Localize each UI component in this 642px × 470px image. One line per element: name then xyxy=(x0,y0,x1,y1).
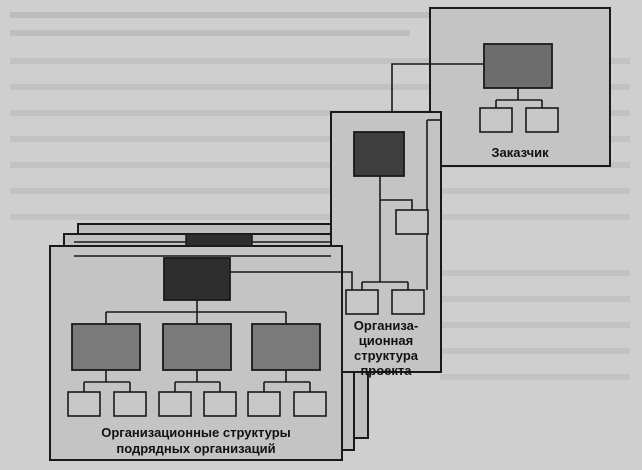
contractor-mid-block-3 xyxy=(251,323,321,371)
contractor-unit-2a xyxy=(158,391,192,417)
contractor-unit-3b xyxy=(293,391,327,417)
contractor-mid-block-1 xyxy=(71,323,141,371)
contractor-unit-1b xyxy=(113,391,147,417)
customer-unit-1 xyxy=(479,107,513,133)
project-label-line1: Организа- xyxy=(354,318,418,333)
project-label-line2: ционная xyxy=(359,333,413,348)
project-label-line4: проекта xyxy=(360,363,412,378)
contractor-structure: Организационные структуры подрядных орга… xyxy=(67,257,327,456)
contractor-unit-3a xyxy=(247,391,281,417)
project-label-line3: структура xyxy=(354,348,419,363)
project-unit-2 xyxy=(391,289,425,315)
contractor-mid-block-2 xyxy=(162,323,232,371)
project-head-block xyxy=(353,131,405,177)
contractor-label-line1: Организационные структуры xyxy=(101,425,291,440)
contractor-unit-1a xyxy=(67,391,101,417)
customer-unit-2 xyxy=(525,107,559,133)
background-text-lines xyxy=(10,12,630,380)
customer-structure: Заказчик xyxy=(479,43,559,160)
project-unit-top xyxy=(395,209,429,235)
contractor-back-head-block xyxy=(185,233,253,247)
customer-label: Заказчик xyxy=(491,145,549,160)
contractor-head-block xyxy=(163,257,231,301)
contractor-unit-2b xyxy=(203,391,237,417)
project-structure: Организа- ционная структура проекта xyxy=(345,131,429,378)
project-unit-1 xyxy=(345,289,379,315)
contractor-label-line2: подрядных организаций xyxy=(116,441,275,456)
customer-head-block xyxy=(483,43,553,89)
